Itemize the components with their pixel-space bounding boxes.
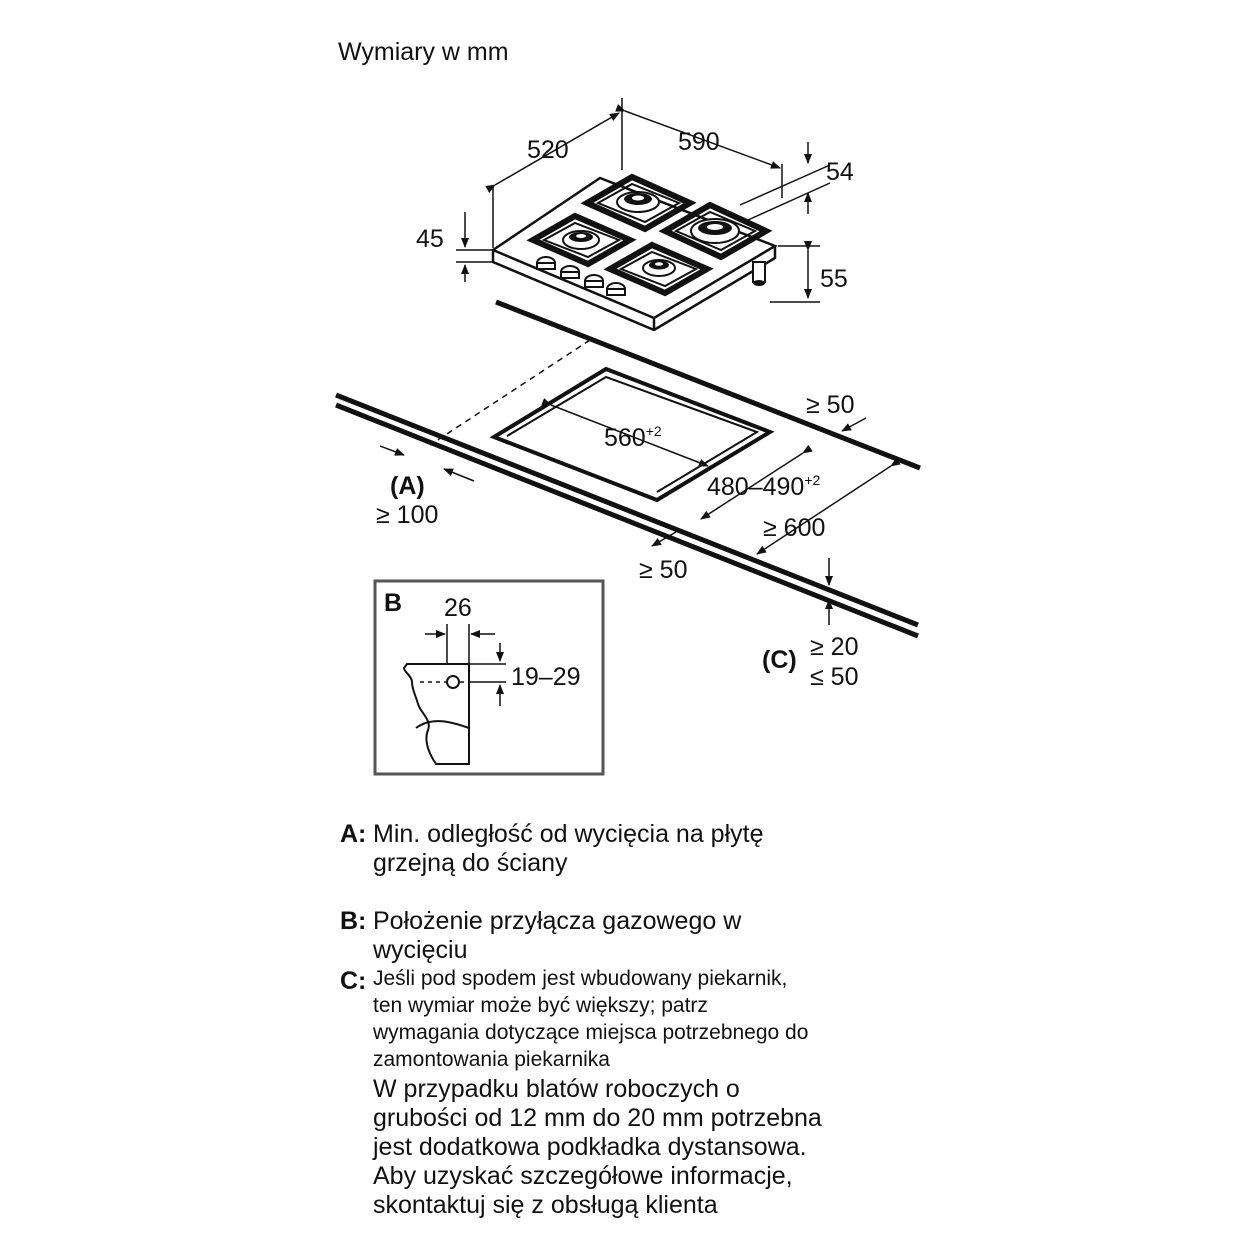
legend-key-a: A: xyxy=(340,820,367,848)
dim-cut-width: 560 xyxy=(604,424,646,452)
detail-horizontal: 26 xyxy=(444,594,472,622)
dim-side: ≥ 600 xyxy=(763,514,825,542)
page-title: Wymiary w mm xyxy=(338,38,509,66)
burner-front xyxy=(642,259,676,277)
dim-rear: ≥ 50 xyxy=(806,391,854,419)
dim-top: 54 xyxy=(826,158,854,186)
worktop-drawing: 560+2 480–490+2 ≥ 50 ≥ 600 (A) ≥ 100 ≥ 5… xyxy=(335,299,921,691)
dim-cut-width-group: 560+2 xyxy=(604,423,662,452)
gas-inlet-icon xyxy=(446,675,460,689)
pan-support-left xyxy=(526,212,637,268)
legend-c-line: ten wymiar może być większy; patrz xyxy=(373,994,708,1017)
dim-cut-depth-group: 480–490+2 xyxy=(707,472,821,501)
dim-width: 590 xyxy=(678,128,720,156)
dim-height: 55 xyxy=(820,265,848,293)
legend-key-b: B: xyxy=(340,907,367,935)
legend-note: W przypadku blatów roboczych o grubości … xyxy=(373,1075,1213,1220)
legend-b-line: Położenie przyłącza gazowego w xyxy=(373,907,742,935)
legend-a-line: grzejną do ściany xyxy=(373,849,568,877)
legend-note-line: skontaktuj się z obsługą klienta xyxy=(373,1191,718,1219)
legend-note-line: W przypadku blatów roboczych o xyxy=(373,1075,740,1103)
burner-right xyxy=(690,218,740,244)
dim-glass: 45 xyxy=(416,225,444,253)
legend-text-a: Min. odległość od wycięcia na płytę grze… xyxy=(373,820,1213,878)
worktop-profile xyxy=(402,663,470,765)
dim-front: ≥ 50 xyxy=(639,556,687,584)
legend-c-line: zamontowania piekarnika xyxy=(373,1048,610,1071)
detail-b-box: B 26 19–29 xyxy=(373,579,605,776)
legend-c-line: wymagania dotyczące miejsca potrzebnego … xyxy=(373,1021,809,1044)
legend-note-line: grubości od 12 mm do 20 mm potrzebna xyxy=(373,1104,822,1132)
legend-note-line: jest dodatkowa podkładka dystansowa. xyxy=(373,1133,807,1161)
dim-bottom-label: (C) xyxy=(762,646,797,674)
legend-text-c: Jeśli pod spodem jest wbudowany piekarni… xyxy=(373,965,1213,1073)
pan-support-right xyxy=(658,201,773,261)
legend-a-line: Min. odległość od wycięcia na płytę xyxy=(373,820,764,848)
control-knobs xyxy=(536,256,626,296)
dim-wall-label: (A) xyxy=(390,472,425,500)
legend-b-line: wycięciu xyxy=(373,936,468,964)
dim-cut-depth: 480–490 xyxy=(707,473,804,501)
legend-key-c: C: xyxy=(340,967,367,995)
worktop-cutout xyxy=(489,366,775,503)
legend-note-line: Aby uzyskać szczegółowe informacje, xyxy=(373,1162,793,1190)
pan-support-front xyxy=(603,241,714,297)
dim-depth: 520 xyxy=(527,136,569,164)
dim-cut-depth-tol: +2 xyxy=(804,472,820,488)
legend-text-b: Położenie przyłącza gazowego w wycięciu xyxy=(373,907,1213,965)
detail-label: B xyxy=(384,589,402,617)
hob-drawing: 520 590 54 45 55 xyxy=(416,98,854,332)
detail-vertical: 19–29 xyxy=(511,663,581,691)
dim-bottom-max: ≤ 50 xyxy=(810,663,858,691)
dim-wall: ≥ 100 xyxy=(376,501,438,529)
dim-cut-width-tol: +2 xyxy=(646,423,662,439)
gas-connector xyxy=(752,261,766,286)
dim-bottom-min: ≥ 20 xyxy=(810,633,858,661)
legend-c-line: Jeśli pod spodem jest wbudowany piekarni… xyxy=(373,967,788,990)
burner-left xyxy=(562,230,600,250)
burner-rear xyxy=(616,191,660,213)
